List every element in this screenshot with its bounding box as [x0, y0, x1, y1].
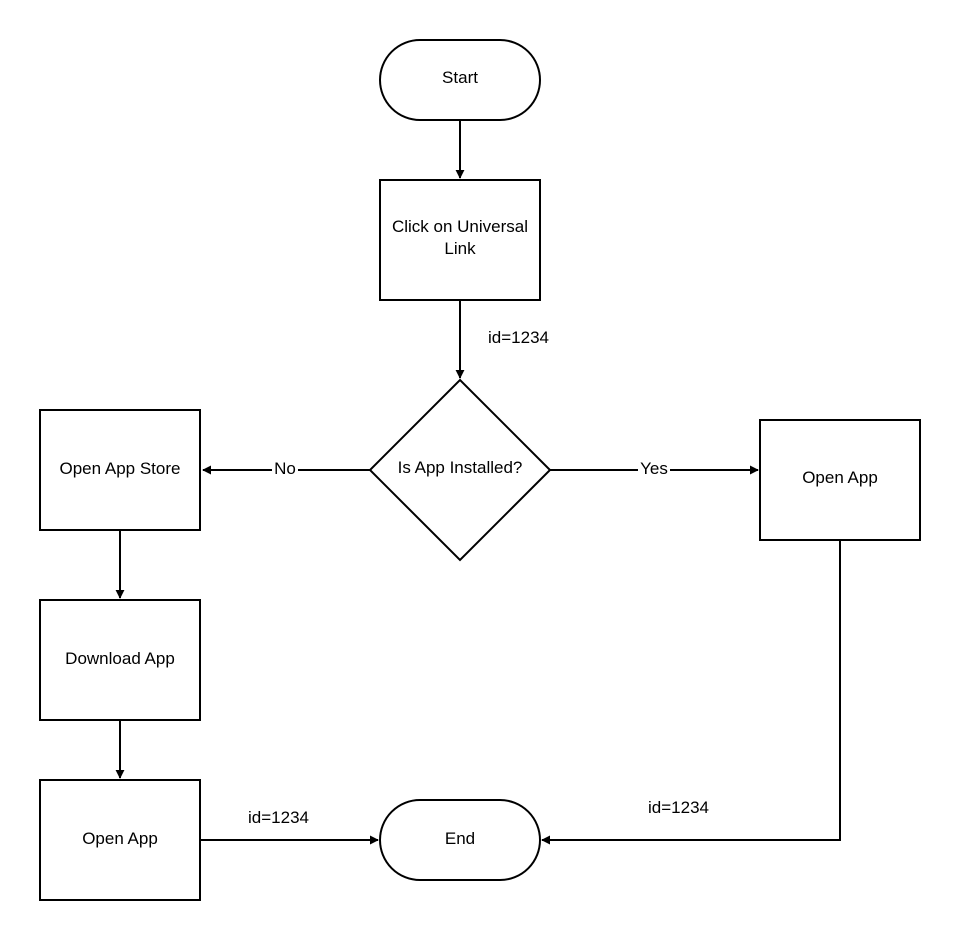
- edge-label-id: id=1234: [248, 808, 309, 827]
- edge-open-left-to-end: id=1234: [200, 808, 379, 845]
- process-shape: [759, 419, 921, 541]
- node-open-app-right: Open App: [759, 419, 921, 541]
- process-shape: [379, 179, 541, 301]
- edge-label-id: id=1234: [648, 798, 709, 817]
- node-label: End: [445, 829, 475, 848]
- node-start: Start: [379, 39, 541, 121]
- edge-click-to-decision: id=1234: [455, 300, 549, 379]
- edge-open-right-to-end: id=1234: [541, 540, 841, 845]
- node-label-line-1: Click on Universal: [392, 217, 528, 236]
- edge-label-id: id=1234: [488, 328, 549, 347]
- edge-label-background: [638, 460, 670, 478]
- node-click-universal-link: Click on Universal Link: [379, 179, 541, 301]
- node-label: Start: [442, 68, 478, 87]
- edge-decision-to-open-right: Yes: [550, 459, 759, 478]
- node-end: End: [379, 799, 541, 881]
- process-shape: [39, 409, 201, 531]
- node-label: Open App Store: [60, 459, 181, 478]
- edge-decision-to-store: No: [202, 459, 370, 478]
- node-label: Is App Installed?: [398, 458, 523, 477]
- node-label-line-2: Link: [444, 239, 476, 258]
- process-shape: [39, 599, 201, 721]
- terminator-shape: [379, 39, 541, 121]
- edge-label-no: No: [274, 459, 296, 478]
- edge-label-yes: Yes: [640, 459, 668, 478]
- edge-line: [541, 540, 841, 845]
- node-open-app-store: Open App Store: [39, 409, 201, 531]
- node-decision-app-installed: Is App Installed?: [368, 378, 552, 562]
- node-open-app-left: Open App: [39, 779, 201, 901]
- node-download-app: Download App: [39, 599, 201, 721]
- edge-label-background: [272, 460, 298, 478]
- process-shape: [39, 779, 201, 901]
- node-label: Open App: [802, 468, 878, 487]
- terminator-shape: [379, 799, 541, 881]
- node-label: Download App: [65, 649, 175, 668]
- node-label: Open App: [82, 829, 158, 848]
- decision-shape: [368, 378, 552, 562]
